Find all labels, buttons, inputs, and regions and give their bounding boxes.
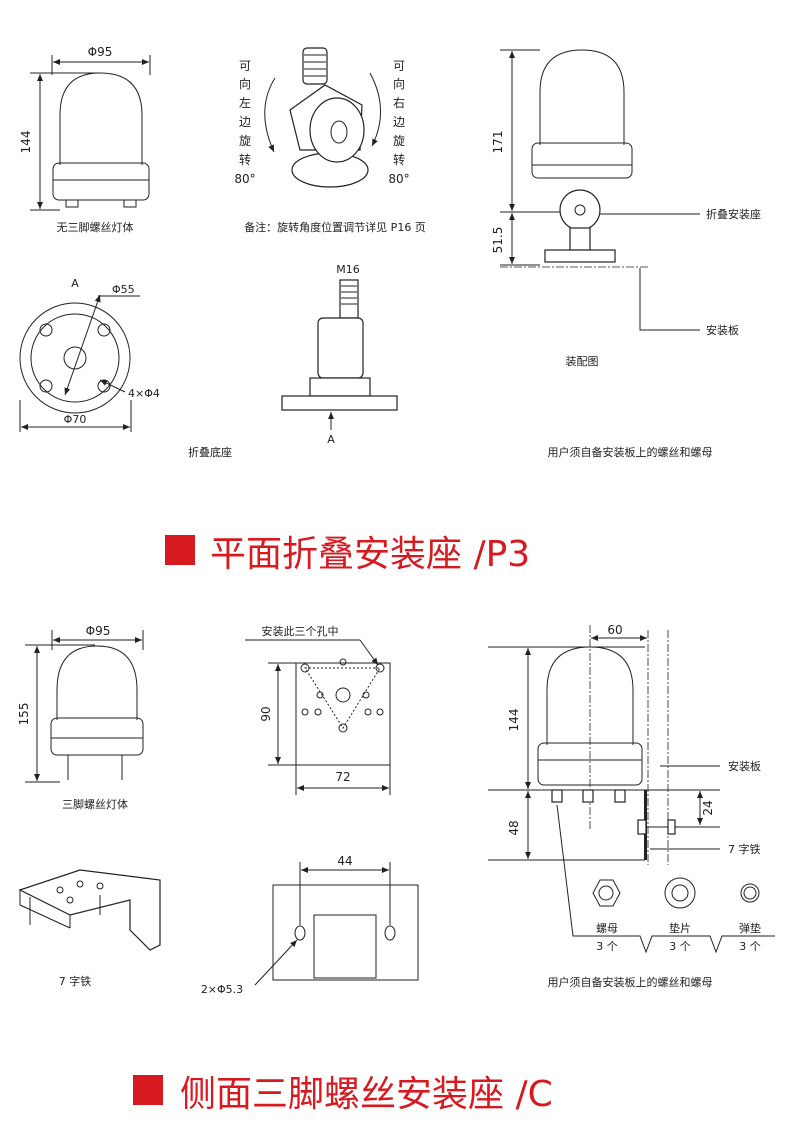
bracket-note: 安装此三个孔中 xyxy=(262,624,339,638)
label-folding-seat: 折叠安装座 xyxy=(706,207,761,221)
bracket-height: 90 xyxy=(259,706,273,721)
label-mount-plate: 安装板 xyxy=(706,323,739,337)
plate-holes: 2×Φ5.3 xyxy=(201,983,243,996)
base-outer-diameter: Φ70 xyxy=(64,413,87,426)
assembly-bolt-offset: 24 xyxy=(701,800,715,815)
washer-icon xyxy=(664,877,696,909)
assembly-bracket-height: 48 xyxy=(507,820,521,835)
bracket-photo: 7 字铁 xyxy=(18,869,161,988)
svg-text:旋: 旋 xyxy=(239,134,251,148)
label-mount-plate-2: 安装板 xyxy=(728,759,761,773)
lamp-diameter-label: Φ95 xyxy=(88,45,113,59)
svg-text:旋: 旋 xyxy=(393,134,405,148)
assembly-drawing-1: 171 51.5 折叠安装座 安装板 装配图 xyxy=(491,49,761,368)
lamp2-caption: 三脚螺丝灯体 xyxy=(62,797,128,811)
lamp-height-label: 144 xyxy=(19,131,33,154)
lamp-caption: 无三脚螺丝灯体 xyxy=(57,220,134,234)
bracket-photo-caption: 7 字铁 xyxy=(59,974,92,988)
svg-text:边: 边 xyxy=(239,115,251,129)
label-bracket: 7 字铁 xyxy=(728,842,761,856)
assembly-drawing-2: 60 144 48 24 安装板 7 字铁 xyxy=(488,623,775,954)
assembly-lamp-height: 144 xyxy=(507,709,521,732)
section-heading-2: 侧面三脚螺丝安装座 /C xyxy=(133,1074,553,1115)
nut-icon xyxy=(592,879,621,907)
bracket-plate-drawing: 安装此三个孔中 90 72 xyxy=(245,624,391,795)
part-spring-washer: 弹垫 3 个 xyxy=(739,883,761,953)
svg-text:可: 可 xyxy=(239,59,251,73)
footnote-1: 用户须自备安装板上的螺丝和螺母 xyxy=(548,445,713,459)
base-holes: 4×Φ4 xyxy=(128,387,160,400)
svg-text:边: 边 xyxy=(393,115,405,129)
assembly-height-bottom: 51.5 xyxy=(491,227,505,254)
rotation-diagram: 可 向 左 边 旋 转 80° 可 向 右 边 旋 转 80° 备注：旋转角度位… xyxy=(234,47,426,234)
svg-text:80°: 80° xyxy=(234,172,255,186)
thread-label: M16 xyxy=(336,263,360,276)
part-washer: 垫片 3 个 xyxy=(664,877,696,953)
svg-text:垫片: 垫片 xyxy=(669,921,691,935)
base-inner-diameter: Φ55 xyxy=(112,283,135,296)
plate-hole-spacing: 44 xyxy=(337,854,352,868)
part-nut: 螺母 3 个 xyxy=(592,879,621,953)
svg-text:转: 转 xyxy=(239,152,251,167)
assembly-caption: 装配图 xyxy=(566,355,599,368)
lamp-body-drawing-1: Φ95 144 无三脚螺丝灯体 xyxy=(19,45,151,234)
rotate-right-arrow-icon xyxy=(369,72,381,147)
section-heading-1: 平面折叠安装座 /P3 xyxy=(165,534,530,575)
svg-text:可: 可 xyxy=(393,59,405,73)
svg-text:3 个: 3 个 xyxy=(739,940,761,953)
rotate-left-arrow-icon xyxy=(264,77,276,153)
svg-text:3 个: 3 个 xyxy=(596,940,618,953)
heading-marker-icon xyxy=(165,535,195,565)
svg-text:弹垫: 弹垫 xyxy=(739,921,761,935)
parts-list: 螺母 3 个 垫片 3 个 弹垫 3 个 xyxy=(592,877,761,953)
side-marker-a: A xyxy=(327,433,335,446)
footnote-2: 用户须自备安装板上的螺丝和螺母 xyxy=(548,975,713,989)
lamp-body-drawing-2: Φ95 155 三脚螺丝灯体 xyxy=(17,624,144,811)
base-marker-a: A xyxy=(71,277,79,290)
heading-marker-icon xyxy=(133,1075,163,1105)
heading-flat-folding-mount: 平面折叠安装座 /P3 xyxy=(210,534,530,575)
mount-plate-drawing: 44 2×Φ5.3 xyxy=(201,854,419,996)
svg-text:左: 左 xyxy=(239,95,251,110)
svg-text:80°: 80° xyxy=(388,172,409,186)
svg-text:向: 向 xyxy=(239,76,251,91)
rotation-note: 备注：旋转角度位置调节详见 P16 页 xyxy=(244,220,426,234)
svg-text:右: 右 xyxy=(393,95,405,110)
folding-base-top-view: A Φ55 4×Φ4 Φ70 折叠底座 xyxy=(19,277,232,459)
spring-washer-icon xyxy=(740,883,760,903)
rotate-left-text: 可 向 左 边 旋 转 80° xyxy=(234,59,255,186)
lamp2-height-label: 155 xyxy=(17,703,31,726)
assembly-height-top: 171 xyxy=(491,131,505,154)
svg-text:螺母: 螺母 xyxy=(596,922,618,935)
folding-base-side-view: M16 A xyxy=(281,263,398,446)
rotate-right-text: 可 向 右 边 旋 转 80° xyxy=(388,59,409,186)
svg-text:3 个: 3 个 xyxy=(669,940,691,953)
base-caption: 折叠底座 xyxy=(188,445,232,459)
assembly-offset: 60 xyxy=(607,623,622,637)
svg-text:向: 向 xyxy=(393,76,405,91)
lamp2-diameter-label: Φ95 xyxy=(86,624,111,638)
bracket-width: 72 xyxy=(335,770,350,784)
heading-side-three-screw-mount: 侧面三脚螺丝安装座 /C xyxy=(180,1074,553,1115)
svg-text:转: 转 xyxy=(393,152,405,167)
